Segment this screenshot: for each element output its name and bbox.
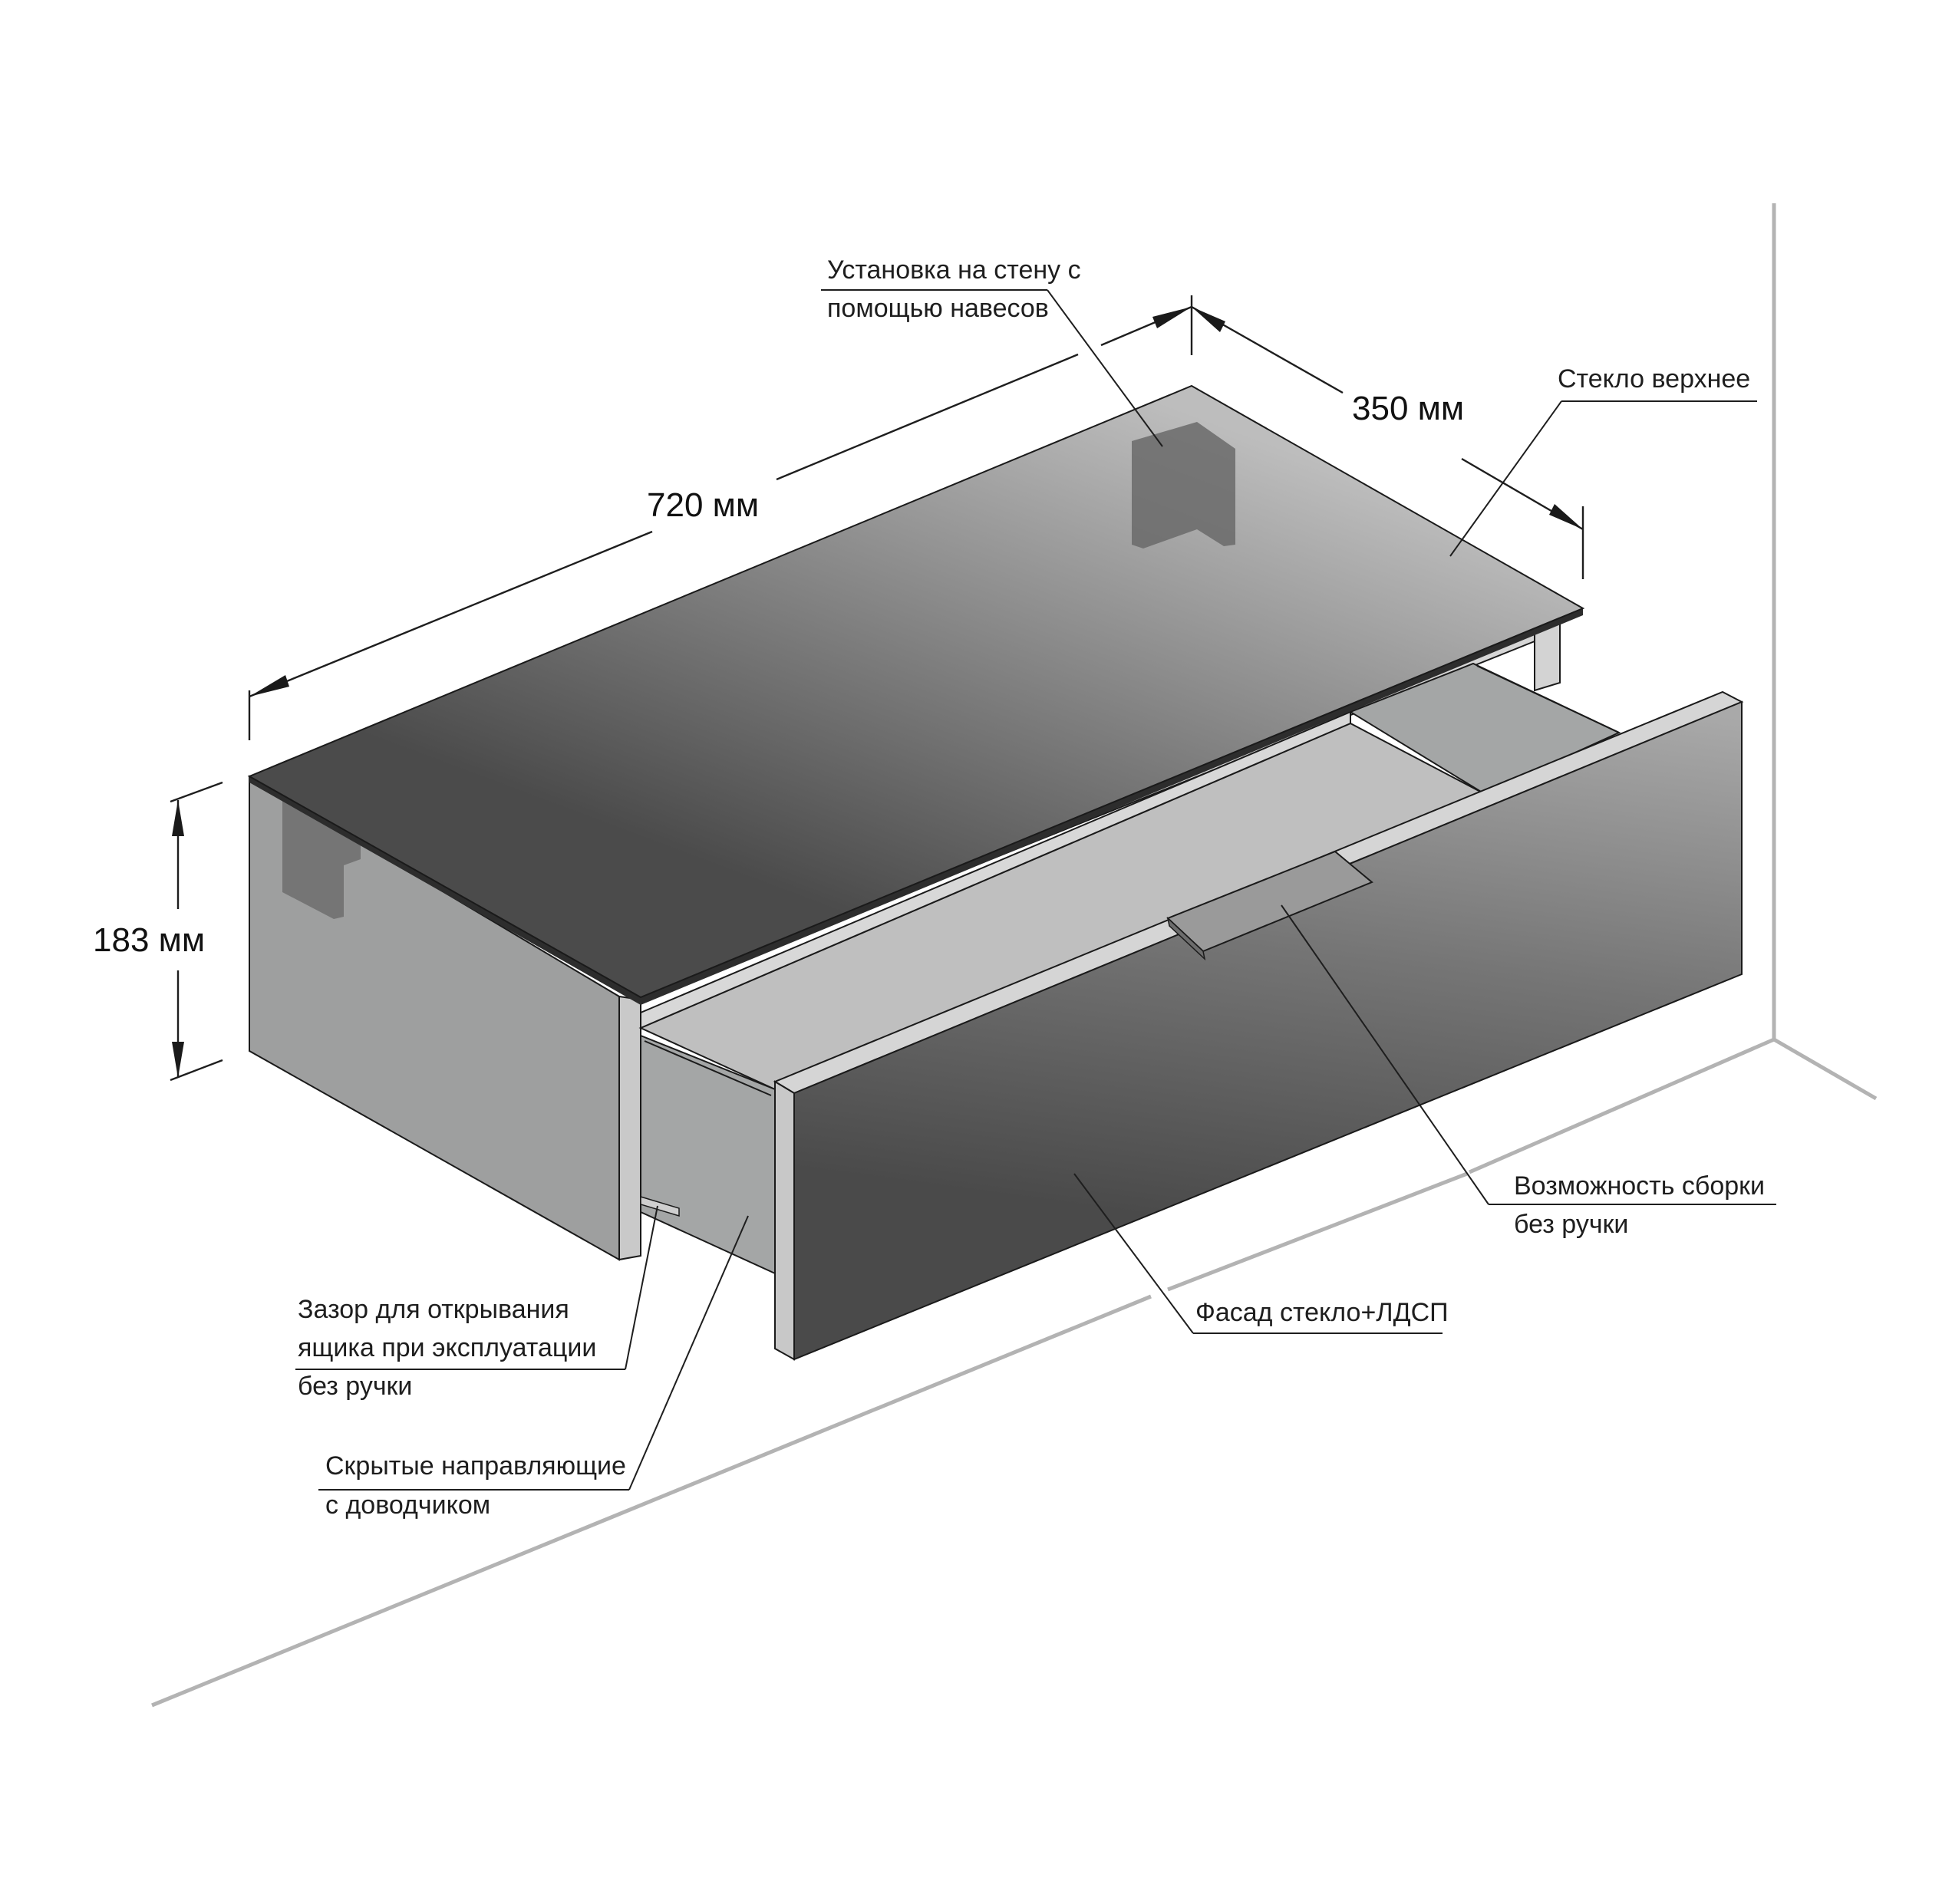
depth-arrow-right: [1549, 504, 1583, 529]
depth-dimension-label: 350 мм: [1352, 390, 1464, 427]
callout-gap-line-1: Зазор для открывания: [298, 1295, 569, 1324]
callout-slides-leader: [628, 1215, 749, 1491]
width-arrow-right: [1152, 307, 1192, 328]
callout-gap-line-2: ящика при эксплуатации: [298, 1333, 596, 1362]
depth-arrow-left: [1192, 307, 1225, 332]
callout-no-handle-line-2: без ручки: [1514, 1210, 1628, 1239]
top-glass: [247, 384, 1585, 1005]
drawer-handle-lip: [1166, 916, 1206, 961]
wall-hanger-top: [1132, 422, 1235, 548]
callout-no-handle: Возможность сборки без ручки: [1281, 904, 1776, 1239]
height-arrow-top: [172, 800, 184, 836]
height-arrow-bottom: [172, 1042, 184, 1078]
callout-facade-leader: [1073, 1173, 1194, 1334]
floor-right-line: [1772, 1037, 1878, 1101]
callout-mounting-line-1: Установка на стену с: [827, 255, 1081, 285]
callout-slides-line-1: Скрытые направляющие: [325, 1451, 626, 1481]
callout-gap-leader: [625, 1205, 658, 1370]
callout-facade-text: Фасад стекло+ЛДСП: [1195, 1298, 1449, 1327]
callout-slides-line-2: с доводчиком: [325, 1491, 490, 1520]
height-ext-bottom: [170, 1059, 223, 1082]
callout-no-handle-line-1: Возможность сборки: [1514, 1171, 1765, 1201]
callout-gap-line-3: без ручки: [298, 1372, 412, 1401]
callout-slides: Скрытые направляющие с доводчиком: [318, 1215, 749, 1520]
height-dimension-label: 183 мм: [93, 921, 205, 959]
drawer-facade: [793, 700, 1743, 1361]
drawer-slide-line: [644, 1040, 772, 1096]
drawer-back-top: [640, 710, 1351, 1029]
floor-wall-line-segment-2: [1167, 1171, 1468, 1292]
width-line-a: [249, 530, 653, 698]
callout-gap: Зазор для открывания ящика при эксплуата…: [295, 1205, 658, 1401]
floor-wall-line-segment-1: [1469, 1037, 1775, 1174]
width-line-b: [776, 353, 1079, 481]
width-dimension-label: 720 мм: [647, 486, 759, 524]
facade-side-edge: [774, 1080, 795, 1361]
callout-no-handle-leader: [1281, 904, 1489, 1205]
callout-facade: Фасад стекло+ЛДСП: [1073, 1173, 1449, 1334]
callout-mounting: Установка на стену с помощью навесов: [821, 255, 1163, 447]
drawer: [638, 662, 1744, 1361]
width-arrow-left: [249, 675, 289, 697]
drawer-slide-under: [640, 1195, 680, 1217]
cabinet-left-edge: [618, 995, 641, 1261]
floor-wall-line-segment-3: [151, 1294, 1152, 1708]
callout-top-glass: Стекло верхнее: [1449, 364, 1757, 557]
callout-top-glass-text: Стекло верхнее: [1558, 364, 1750, 394]
callout-top-glass-leader: [1449, 400, 1562, 557]
top-glass-surface: [247, 384, 1585, 999]
callout-mounting-leader: [1047, 289, 1163, 447]
room-lines: [151, 203, 1878, 1708]
dimension-lines: 720 мм 350 мм 183 мм: [93, 295, 1584, 1082]
drawer-slide-line-right: [1476, 665, 1620, 733]
height-ext-top: [170, 781, 223, 803]
callout-mounting-line-2: помощью навесов: [827, 294, 1049, 323]
